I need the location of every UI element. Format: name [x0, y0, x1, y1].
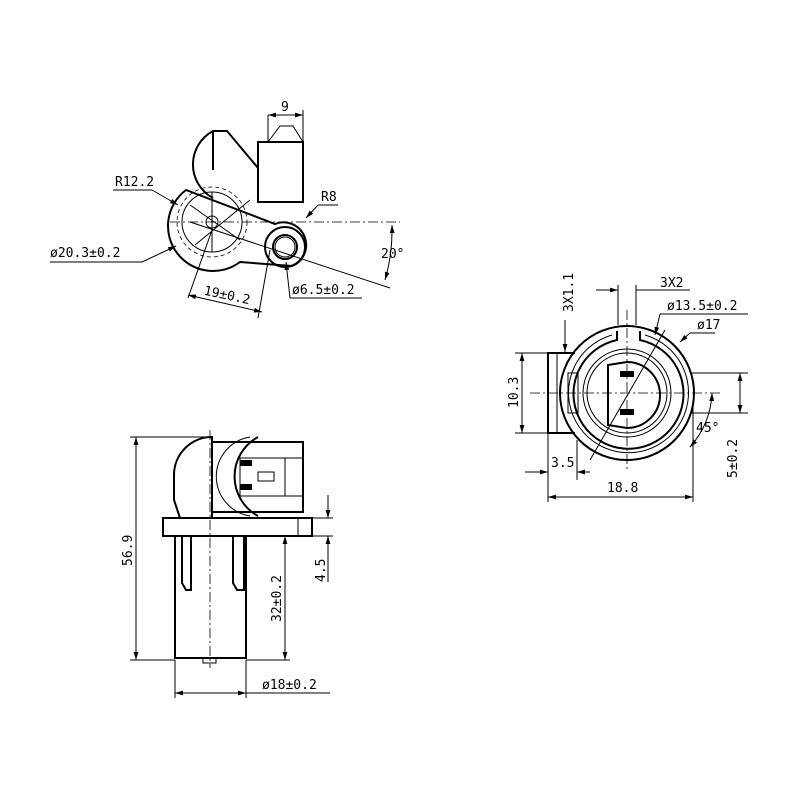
dim-boss-radius: R8: [321, 190, 337, 205]
dim-key-angle: 45°: [696, 421, 719, 436]
terminal-bottom: [620, 409, 634, 415]
top-view: 9 R12.2 R8 ø20.3±0.2 19±0.2 ø6.5±0.2 20°: [50, 100, 404, 319]
dim-overall-height: 56.9: [121, 535, 136, 566]
dim-inner-diameter: ø13.5±0.2: [667, 299, 737, 314]
mounting-boss: [264, 226, 306, 268]
dim-connector-width: 9: [281, 100, 289, 115]
flange-outline: [167, 188, 308, 272]
pin-left: [181, 536, 192, 591]
dim-body-radius: R12.2: [115, 175, 154, 190]
dim-angle: 20°: [381, 247, 404, 262]
dim-hole-diameter: ø6.5±0.2: [292, 283, 355, 298]
dim-connector-height: 10.3: [507, 377, 522, 408]
connector-cavity: [607, 360, 661, 430]
dim-key-width: 3X2: [660, 276, 683, 291]
dim-center-distance: 19±0.2: [202, 284, 251, 308]
dim-flange-thickness: 4.5: [314, 559, 329, 582]
flange: [162, 517, 313, 537]
connector-housing: [257, 141, 304, 203]
dim-body-diameter: ø20.3±0.2: [50, 246, 120, 261]
dim-overall-width: 18.8: [607, 481, 638, 496]
dim-left-offset: 3.5: [551, 456, 574, 471]
dim-body-diameter: ø18±0.2: [262, 678, 317, 693]
dome: [173, 435, 213, 519]
end-view: 3X2 3X1.1 ø13.5±0.2 ø17 10.3 3.5 18.8 45…: [507, 273, 748, 502]
side-view: 56.9 4.5 32±0.2 ø18±0.2: [121, 430, 333, 698]
dim-outer-diameter: ø17: [697, 318, 720, 333]
dim-key-depth: 3X1.1: [562, 273, 577, 312]
pin-right: [232, 536, 245, 591]
dim-key-offset: 5±0.2: [726, 439, 741, 478]
sensor-body: [174, 535, 247, 659]
dim-body-length: 32±0.2: [270, 575, 285, 622]
